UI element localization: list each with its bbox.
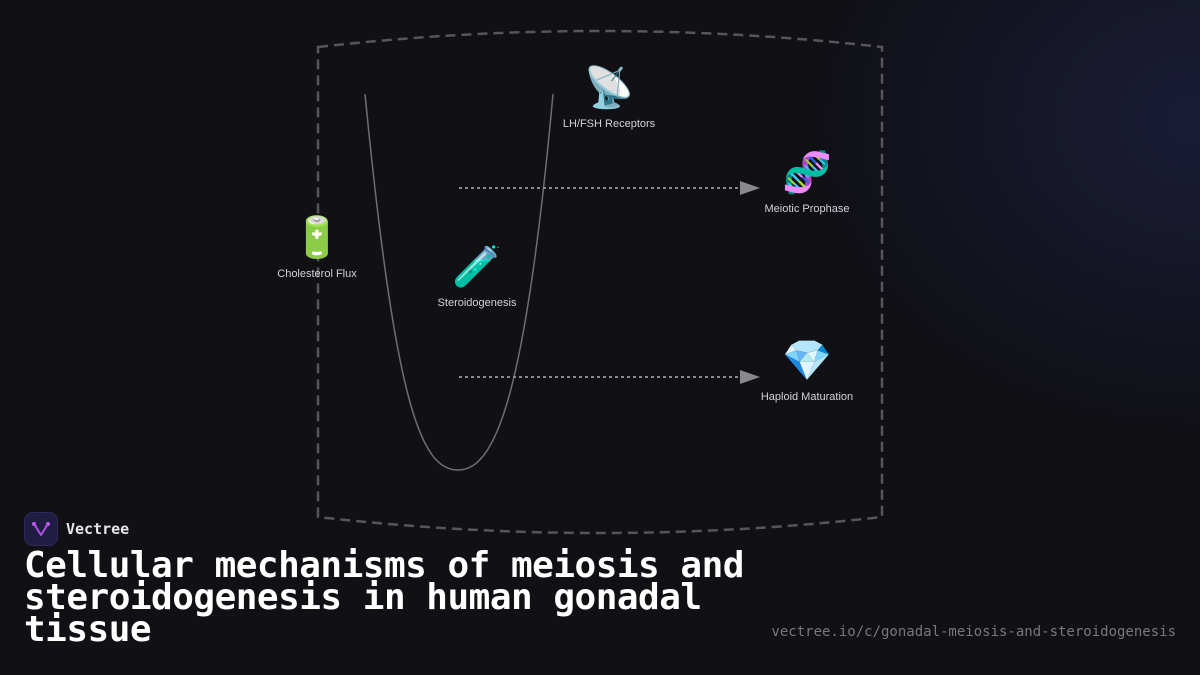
page-title: Cellular mechanisms of meiosis and stero… xyxy=(24,545,744,650)
brand-name: Vectree xyxy=(66,520,130,538)
satellite-antenna-icon: 📡 xyxy=(584,65,634,111)
brand: Vectree xyxy=(24,512,129,546)
node-label: Cholesterol Flux xyxy=(277,268,357,280)
node-cholesterol-flux[interactable]: 🔋 Cholesterol Flux xyxy=(277,214,356,280)
node-haploid-maturation[interactable]: 💎 Haploid Maturation xyxy=(761,337,853,403)
node-steroidogenesis[interactable]: 🧪 Steroidogenesis xyxy=(438,243,517,309)
dna-icon: 🧬 xyxy=(782,150,832,196)
u-curve xyxy=(364,93,554,471)
battery-icon: 🔋 xyxy=(292,215,342,261)
node-label: LH/FSH Receptors xyxy=(562,118,656,130)
node-meiotic-prophase[interactable]: 🧬 Meiotic Prophase xyxy=(765,149,850,215)
test-tube-icon: 🧪 xyxy=(452,244,502,290)
gem-icon: 💎 xyxy=(782,338,832,384)
source-url[interactable]: vectree.io/c/gonadal-meiosis-and-steroid… xyxy=(771,624,1176,640)
vectree-logo-icon xyxy=(24,512,58,546)
node-lhfsh-receptors[interactable]: 📡 LH/FSH Receptors xyxy=(563,64,655,130)
node-label: Haploid Maturation xyxy=(760,391,854,403)
node-label: Meiotic Prophase xyxy=(764,203,850,215)
node-label: Steroidogenesis xyxy=(437,297,517,309)
